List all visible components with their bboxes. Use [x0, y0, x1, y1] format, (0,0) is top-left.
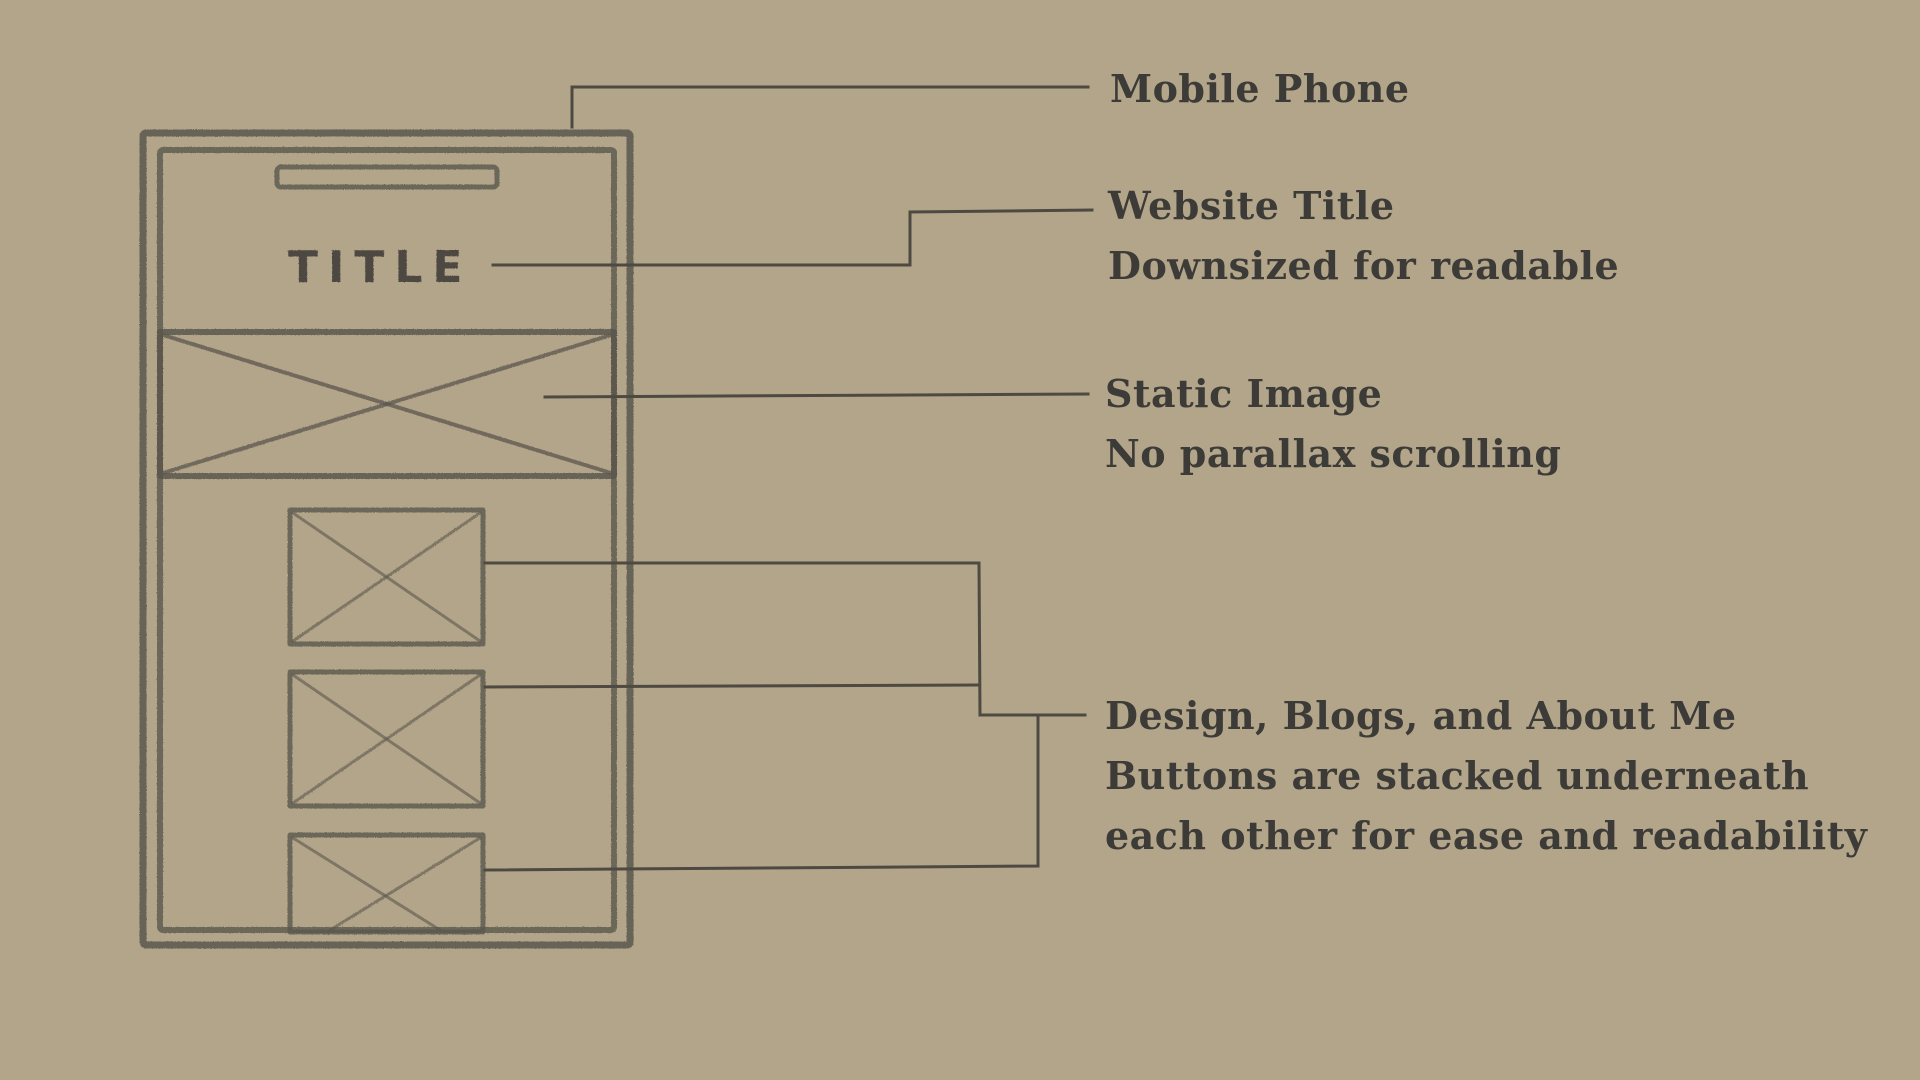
annotation-line: Mobile Phone [1110, 66, 1410, 111]
annotation-mobile-phone: Mobile Phone [1110, 59, 1410, 119]
annotation-buttons: Design, Blogs, and About Me Buttons are … [1105, 686, 1867, 866]
leader-button-design [483, 561, 982, 717]
phone-speaker-slot [274, 164, 500, 190]
mobile-phone-sketch: TITLE [139, 129, 634, 949]
annotation-line: Downsized for readable [1108, 243, 1620, 288]
annotation-line: each other for ease and readability [1105, 813, 1868, 858]
annotation-line: Static Image [1105, 371, 1383, 416]
about-me-button-placeholder [287, 832, 486, 935]
annotation-website-title: Website Title Downsized for readable [1108, 176, 1619, 296]
leader-website-title [491, 208, 1094, 267]
static-image-placeholder [157, 329, 617, 479]
leader-static-image [543, 392, 1090, 399]
design-button-placeholder [287, 507, 486, 647]
leader-lines [483, 85, 1094, 872]
leader-button-blogs [483, 683, 981, 689]
annotation-line: Design, Blogs, and About Me [1105, 693, 1737, 738]
leader-mobile-phone [570, 85, 1090, 129]
annotation-line: Buttons are stacked underneath [1105, 753, 1810, 798]
annotation-line: Website Title [1108, 183, 1395, 228]
blogs-button-placeholder [287, 669, 486, 809]
annotation-line: No parallax scrolling [1105, 431, 1562, 476]
sketch-title-text: TITLE [288, 242, 473, 293]
leader-button-about [483, 713, 1040, 872]
annotation-static-image: Static Image No parallax scrolling [1105, 364, 1561, 484]
phone-outer-frame [139, 129, 634, 949]
